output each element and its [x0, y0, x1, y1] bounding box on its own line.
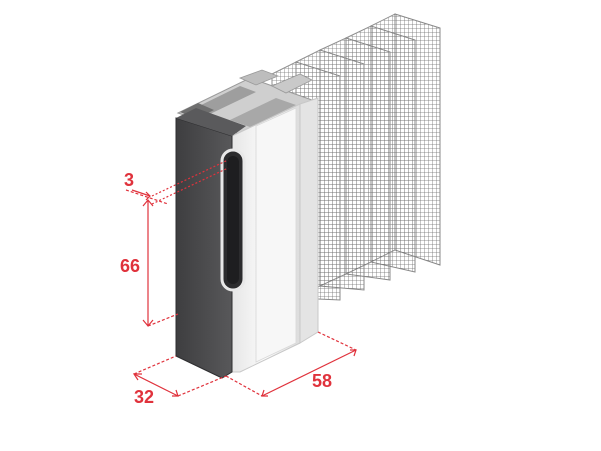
width-dimension: [225, 331, 357, 397]
height-dimension: [142, 199, 179, 327]
handle-recess: [220, 148, 246, 292]
dimension-label-thickness: 3: [124, 170, 134, 190]
dimension-label-depth: 32: [134, 387, 154, 407]
thickness-dimension: [125, 159, 229, 205]
profile-white-inner: [255, 107, 297, 363]
dimension-label-width: 58: [312, 371, 332, 391]
profile-white-side: [299, 97, 319, 344]
depth-dimension: [132, 355, 227, 397]
profile-dark-top-edge: [176, 108, 246, 136]
dimension-label-height: 66: [120, 256, 140, 276]
dimension-lines: [125, 159, 357, 397]
